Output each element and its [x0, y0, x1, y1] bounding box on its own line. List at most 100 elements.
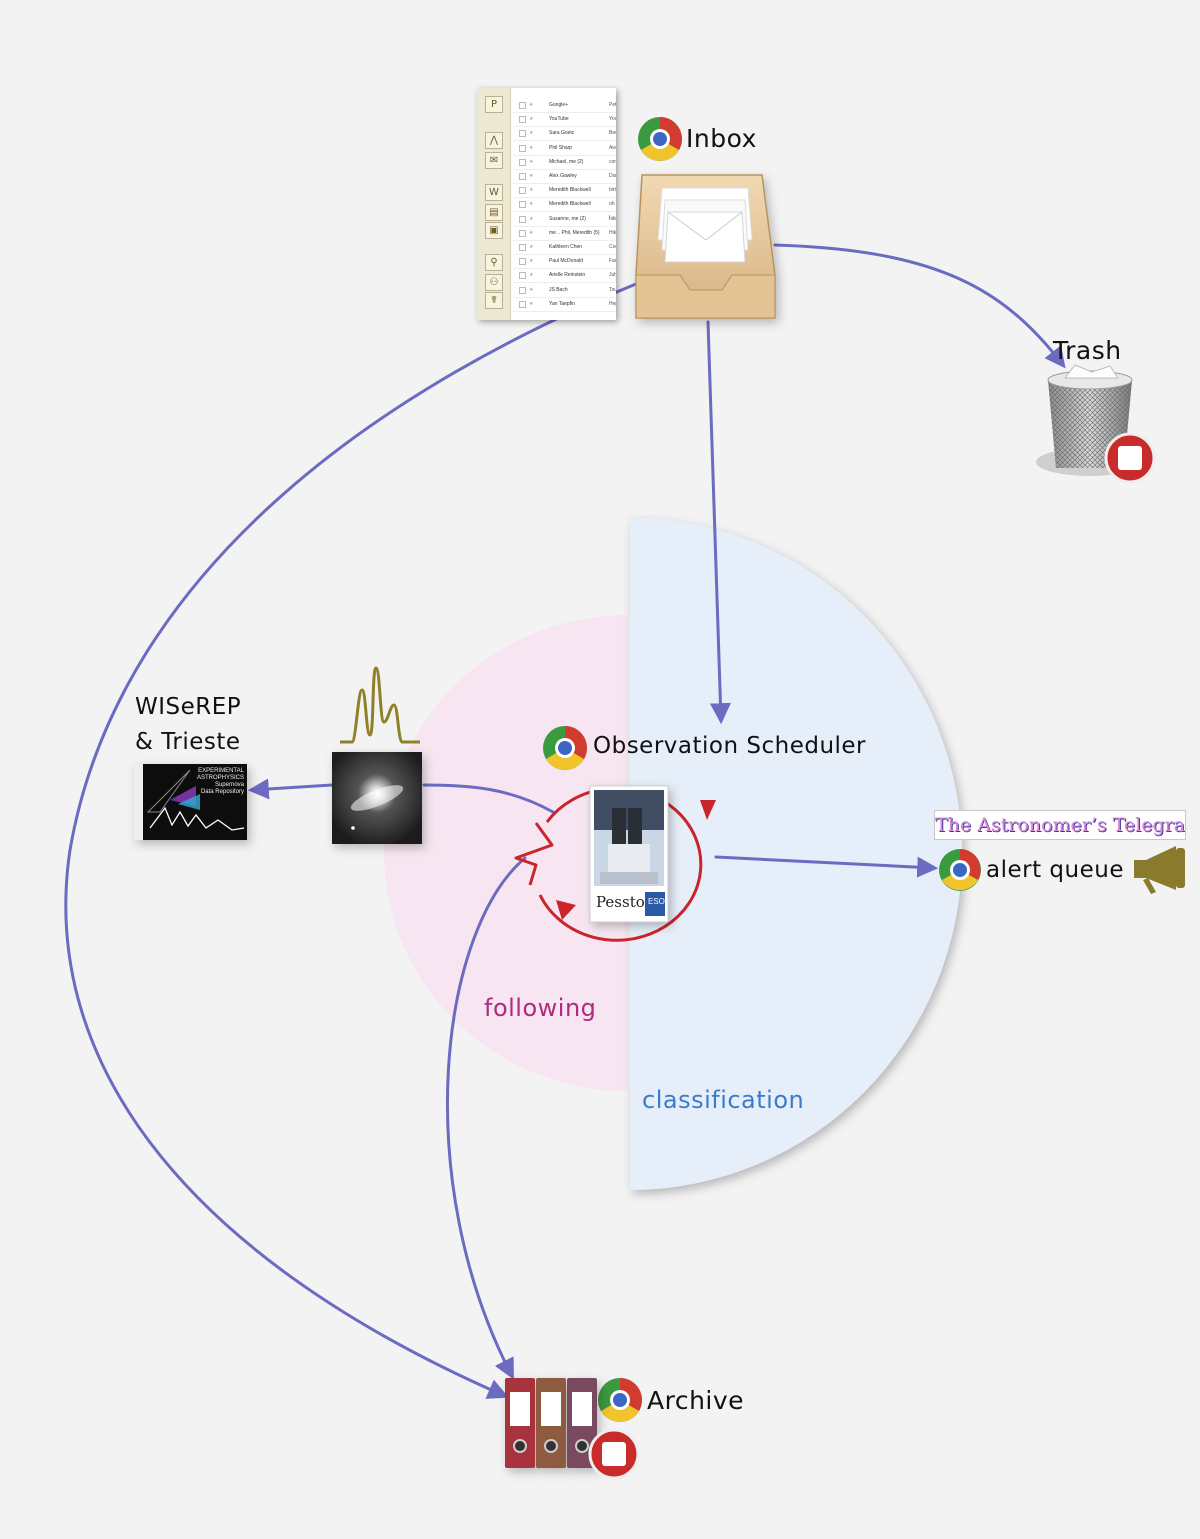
gmail-row-subject: Dise — [609, 173, 616, 179]
gmail-row-checkbox[interactable] — [519, 300, 526, 308]
gmail-row-sender: me .. Phil, Meredith (5) — [549, 229, 600, 236]
gmail-row[interactable]: ★Meredith Blackwellbirth — [513, 183, 616, 199]
gmail-sidebar-icon[interactable]: ⋀ — [485, 132, 503, 149]
wiserep-label-line2: & Trieste — [135, 729, 241, 755]
gmail-row[interactable]: ★Susanne, me (2)hiki — [513, 212, 616, 227]
gmail-row-subject: Pete — [609, 102, 616, 108]
gmail-row-checkbox[interactable] — [519, 187, 526, 195]
star-icon[interactable]: ★ — [529, 102, 534, 108]
gmail-row-subject: oh I — [609, 201, 615, 222]
gmail-row[interactable]: ★ Michael, me (2) com — [513, 155, 616, 170]
gmail-row-sender: Sara Goetz — [549, 130, 575, 137]
gmail-row-checkbox[interactable] — [519, 130, 526, 138]
gmail-row[interactable]: ★ Meredith Blackwell oh I — [513, 197, 616, 221]
gmail-row[interactable]: ★Alex GawleyDise — [513, 169, 616, 184]
gmail-row-subject: July — [609, 272, 616, 279]
star-icon[interactable]: ★ — [529, 158, 534, 165]
repository-card-line: Supernova — [214, 782, 244, 788]
chrome-icon-scheduler — [543, 726, 587, 770]
inbox-tray-icon[interactable] — [635, 174, 776, 319]
binders-icon[interactable] — [505, 1378, 597, 1468]
gmail-row[interactable]: ★ Arielle Reinstein July — [513, 268, 616, 284]
gmail-row-subject: Tou — [609, 286, 616, 293]
star-icon[interactable]: ★ — [529, 258, 534, 265]
cycle-arrowhead-left — [556, 900, 576, 920]
gmail-row-checkbox[interactable] — [519, 229, 526, 237]
arrow-scheduler-to-archive — [445, 856, 527, 1380]
gmail-row-sender: YouTube — [549, 116, 569, 123]
gmail-row-checkbox[interactable] — [519, 244, 526, 251]
galaxy-icon[interactable] — [332, 752, 422, 844]
gmail-sidebar-icon[interactable]: P — [485, 96, 503, 113]
cycle-arrowhead-right — [700, 800, 716, 820]
star-icon[interactable]: ★ — [529, 130, 534, 137]
gmail-row-sender: Meredith Blackwell — [549, 201, 591, 208]
gmail-row[interactable]: ★Phil SharpAwe — [513, 141, 616, 156]
star-icon[interactable]: ★ — [529, 229, 534, 236]
arrow-scheduler-to-alert-queue — [714, 855, 939, 878]
gmail-sidebar-icon[interactable]: ▣ — [485, 222, 503, 239]
gmail-row[interactable]: ★Sara GoetzBee — [513, 126, 616, 142]
star-icon[interactable]: ★ — [529, 215, 534, 222]
gmail-row-sender: Michael, me (2) — [549, 158, 584, 165]
stop-icon-archive — [588, 1428, 640, 1480]
trash-label: Trash — [1053, 336, 1122, 365]
eso-logo-text: ESO — [648, 897, 665, 906]
gmail-sidebar: P ⋀ ✉ W ▤▣ ⚲ ⚇☤ — [477, 88, 511, 320]
gmail-row-sender: Susanne, me (2) — [549, 215, 586, 222]
telescope-photo-icon[interactable] — [589, 785, 669, 923]
gmail-sidebar-icon[interactable]: ☤ — [485, 292, 503, 309]
gmail-row-checkbox[interactable] — [519, 258, 526, 266]
following-region-label: following — [484, 994, 597, 1022]
arrow-scheduler-to-galaxy — [422, 783, 555, 814]
star-icon[interactable]: ★ — [529, 173, 534, 179]
star-icon[interactable]: ★ — [529, 201, 534, 208]
gmail-row[interactable]: ★YouTubeYou — [513, 112, 616, 128]
star-icon[interactable]: ★ — [529, 286, 534, 293]
gmail-row-checkbox[interactable] — [519, 201, 526, 209]
repository-card-line: ASTROPHYSICS — [196, 775, 244, 781]
observation-scheduler-label: Observation Scheduler — [593, 733, 867, 759]
gmail-row[interactable]: ★Paul McDonaldFam — [513, 254, 616, 270]
gmail-row-sender: Arielle Reinstein — [549, 272, 586, 279]
repository-card-line: EXPERIMENTAL — [198, 768, 244, 774]
gmail-row[interactable]: ★Kathleen ChenCoo — [513, 240, 616, 255]
gmail-row-checkbox[interactable] — [519, 286, 526, 294]
star-icon[interactable]: ★ — [529, 187, 534, 194]
gmail-row-checkbox[interactable] — [519, 272, 526, 280]
repository-card-line: Data Repository — [200, 789, 244, 795]
arrow-inbox-to-trash — [773, 243, 1066, 369]
repository-card-image[interactable] — [134, 764, 247, 840]
gmail-row-checkbox[interactable] — [519, 102, 526, 109]
gmail-row-checkbox[interactable] — [519, 116, 526, 124]
gmail-row-checkbox[interactable] — [519, 158, 526, 166]
star-icon[interactable]: ★ — [529, 116, 534, 123]
gmail-row-sender: Kathleen Chen — [549, 244, 583, 250]
gmail-sidebar-icon[interactable]: ✉ — [485, 152, 503, 169]
gmail-sidebar-icon[interactable]: ⚲ — [485, 254, 503, 271]
gmail-row[interactable]: ★Yan TaepfinHep — [513, 297, 616, 312]
gmail-row[interactable]: ★ me .. Phil, Meredith (5) Hike — [513, 226, 616, 241]
star-icon[interactable]: ★ — [529, 272, 534, 279]
archive-label: Archive — [647, 1386, 745, 1415]
star-icon[interactable]: ★ — [529, 300, 534, 307]
arrow-inbox-to-archive — [64, 282, 638, 1399]
gmail-row-checkbox[interactable] — [519, 173, 526, 180]
astronomers-telegram-banner[interactable]: The Astronomer’s Telegram — [934, 810, 1186, 840]
gmail-screenshot[interactable]: P⋀✉W▤▣⚲⚇☤ ★Google+Pete★YouTubeYou★Sara G… — [477, 88, 616, 320]
gmail-row-checkbox[interactable] — [519, 144, 526, 152]
gmail-row[interactable]: ★Google+Pete — [513, 98, 616, 113]
region-classification — [630, 518, 962, 1190]
gmail-row-checkbox[interactable] — [519, 215, 526, 223]
gmail-sidebar-icon[interactable]: W — [485, 184, 503, 201]
gmail-sidebar-icon[interactable]: ⚇ — [485, 274, 503, 291]
gmail-row-subject: Hike — [609, 229, 616, 236]
star-icon[interactable]: ★ — [529, 244, 534, 250]
gmail-sidebar-icon[interactable]: ▤ — [485, 204, 503, 221]
gmail-row-subject: birth — [609, 187, 616, 194]
megaphone-icon[interactable] — [1134, 846, 1185, 894]
star-icon[interactable]: ★ — [529, 144, 534, 151]
gmail-row-subject: com — [609, 158, 616, 165]
